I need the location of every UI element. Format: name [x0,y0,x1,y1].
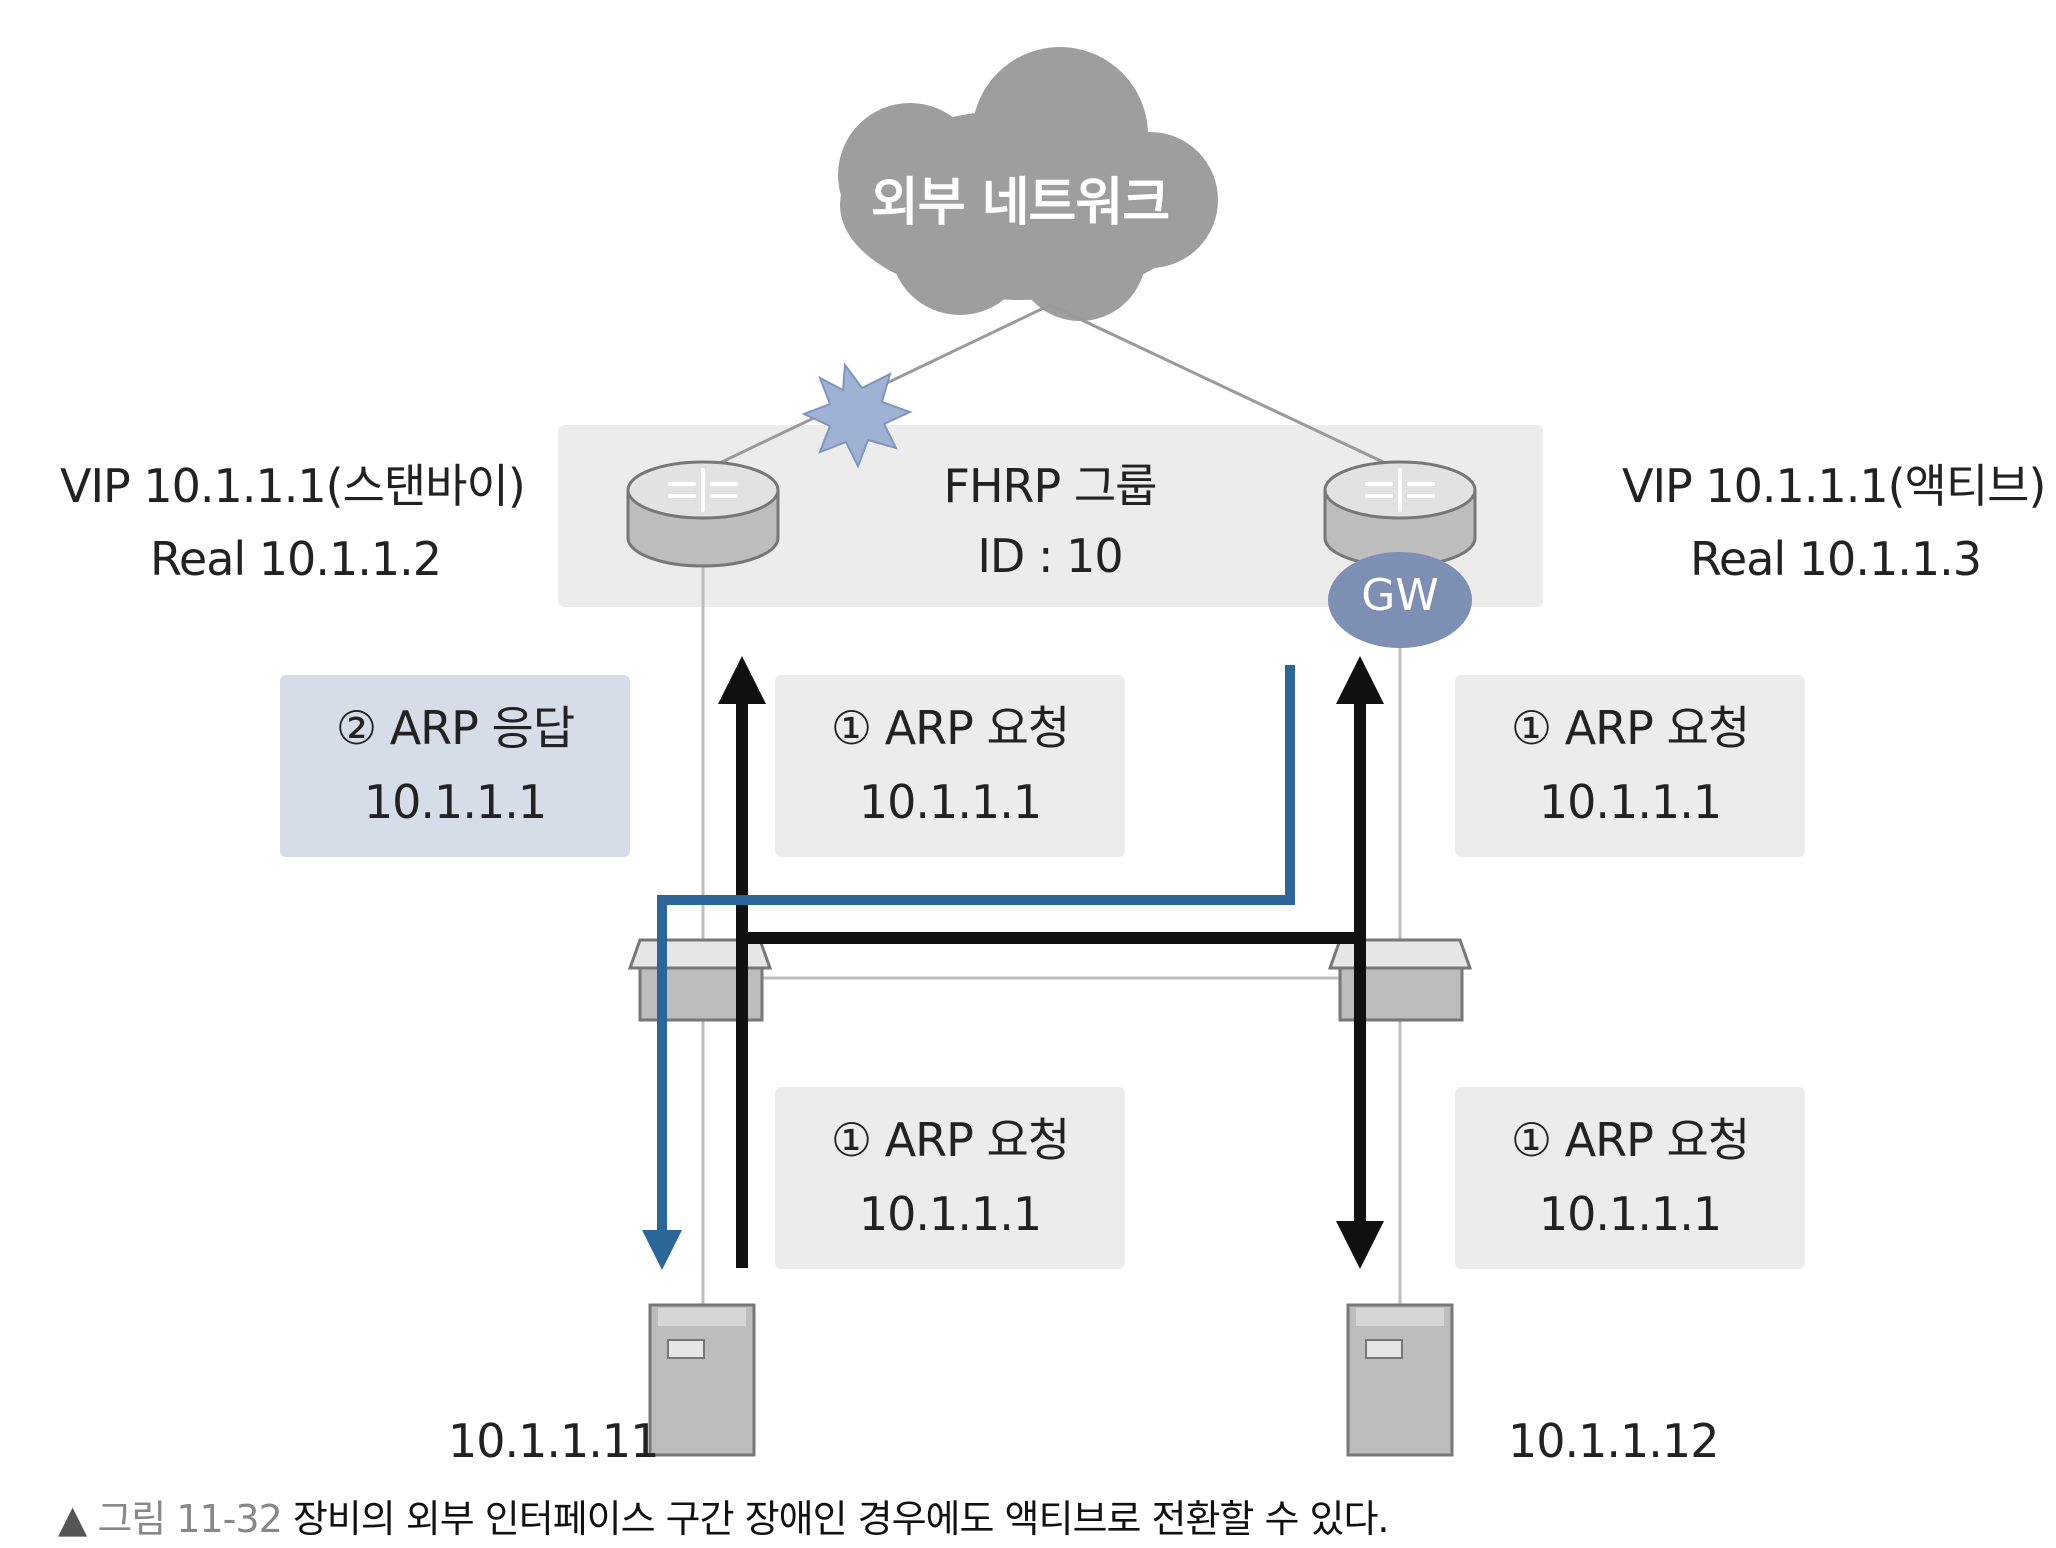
arp-reply-title: ② ARP 응답 [335,701,575,756]
arp-reply-box: ② ARP 응답 10.1.1.1 [280,675,630,857]
caption-text: 장비의 외부 인터페이스 구간 장애인 경우에도 액티브로 전환할 수 있다. [292,1497,1390,1541]
host-left-icon [648,1303,756,1457]
arrow-arp-reply-blue [642,665,1295,1270]
switch-right-icon [1327,938,1473,1022]
fhrp-group-title: FHRP 그룹 [943,459,1157,513]
arp-reply-ip: 10.1.1.1 [363,775,547,829]
arp-request-ip: 10.1.1.1 [1538,1187,1722,1241]
left-router-real: Real 10.1.1.2 [150,532,442,586]
fhrp-group-id: ID : 10 [977,529,1123,583]
link-cloud-right [1049,303,1401,472]
arp-request-ip: 10.1.1.1 [858,1187,1042,1241]
arp-request-title: ① ARP 요청 [1510,1113,1750,1168]
figure-caption: ▲ 그림 11-32 장비의 외부 인터페이스 구간 장애인 경우에도 액티브로… [58,1488,1390,1543]
arp-request-box-top-right: ① ARP 요청 10.1.1.1 [1455,675,1805,857]
gw-badge-icon [1328,552,1472,648]
arp-request-title: ① ARP 요청 [830,701,1070,756]
caption-marker-icon: ▲ [58,1497,87,1541]
right-router-real: Real 10.1.1.3 [1690,532,1982,586]
arp-request-box-bottom-right: ① ARP 요청 10.1.1.1 [1455,1087,1805,1269]
router-right-icon [1323,460,1477,568]
host-left-ip: 10.1.1.11 [448,1414,659,1468]
arp-request-title: ① ARP 요청 [830,1113,1070,1168]
cloud-icon [838,47,1218,321]
arp-request-ip: 10.1.1.1 [858,775,1042,829]
left-router-vip: VIP 10.1.1.1(스탠바이) [60,459,526,513]
link-failure-icon [801,362,913,469]
arp-request-title: ① ARP 요청 [1510,701,1750,756]
host-right-icon [1346,1303,1454,1457]
cloud-label: 외부 네트워크 [870,173,1170,233]
right-router-vip: VIP 10.1.1.1(액티브) [1622,459,2046,513]
arp-request-box-top-mid: ① ARP 요청 10.1.1.1 [775,675,1125,857]
host-right-ip: 10.1.1.12 [1508,1414,1719,1468]
arp-request-ip: 10.1.1.1 [1538,775,1722,829]
router-left-icon [626,460,780,568]
switch-left-icon [627,938,773,1022]
caption-figure-number: 그림 11-32 [97,1497,282,1541]
arp-request-box-bottom-mid: ① ARP 요청 10.1.1.1 [775,1087,1125,1269]
fhrp-group-area [558,425,1543,607]
gw-badge-label: GW [1361,570,1439,621]
